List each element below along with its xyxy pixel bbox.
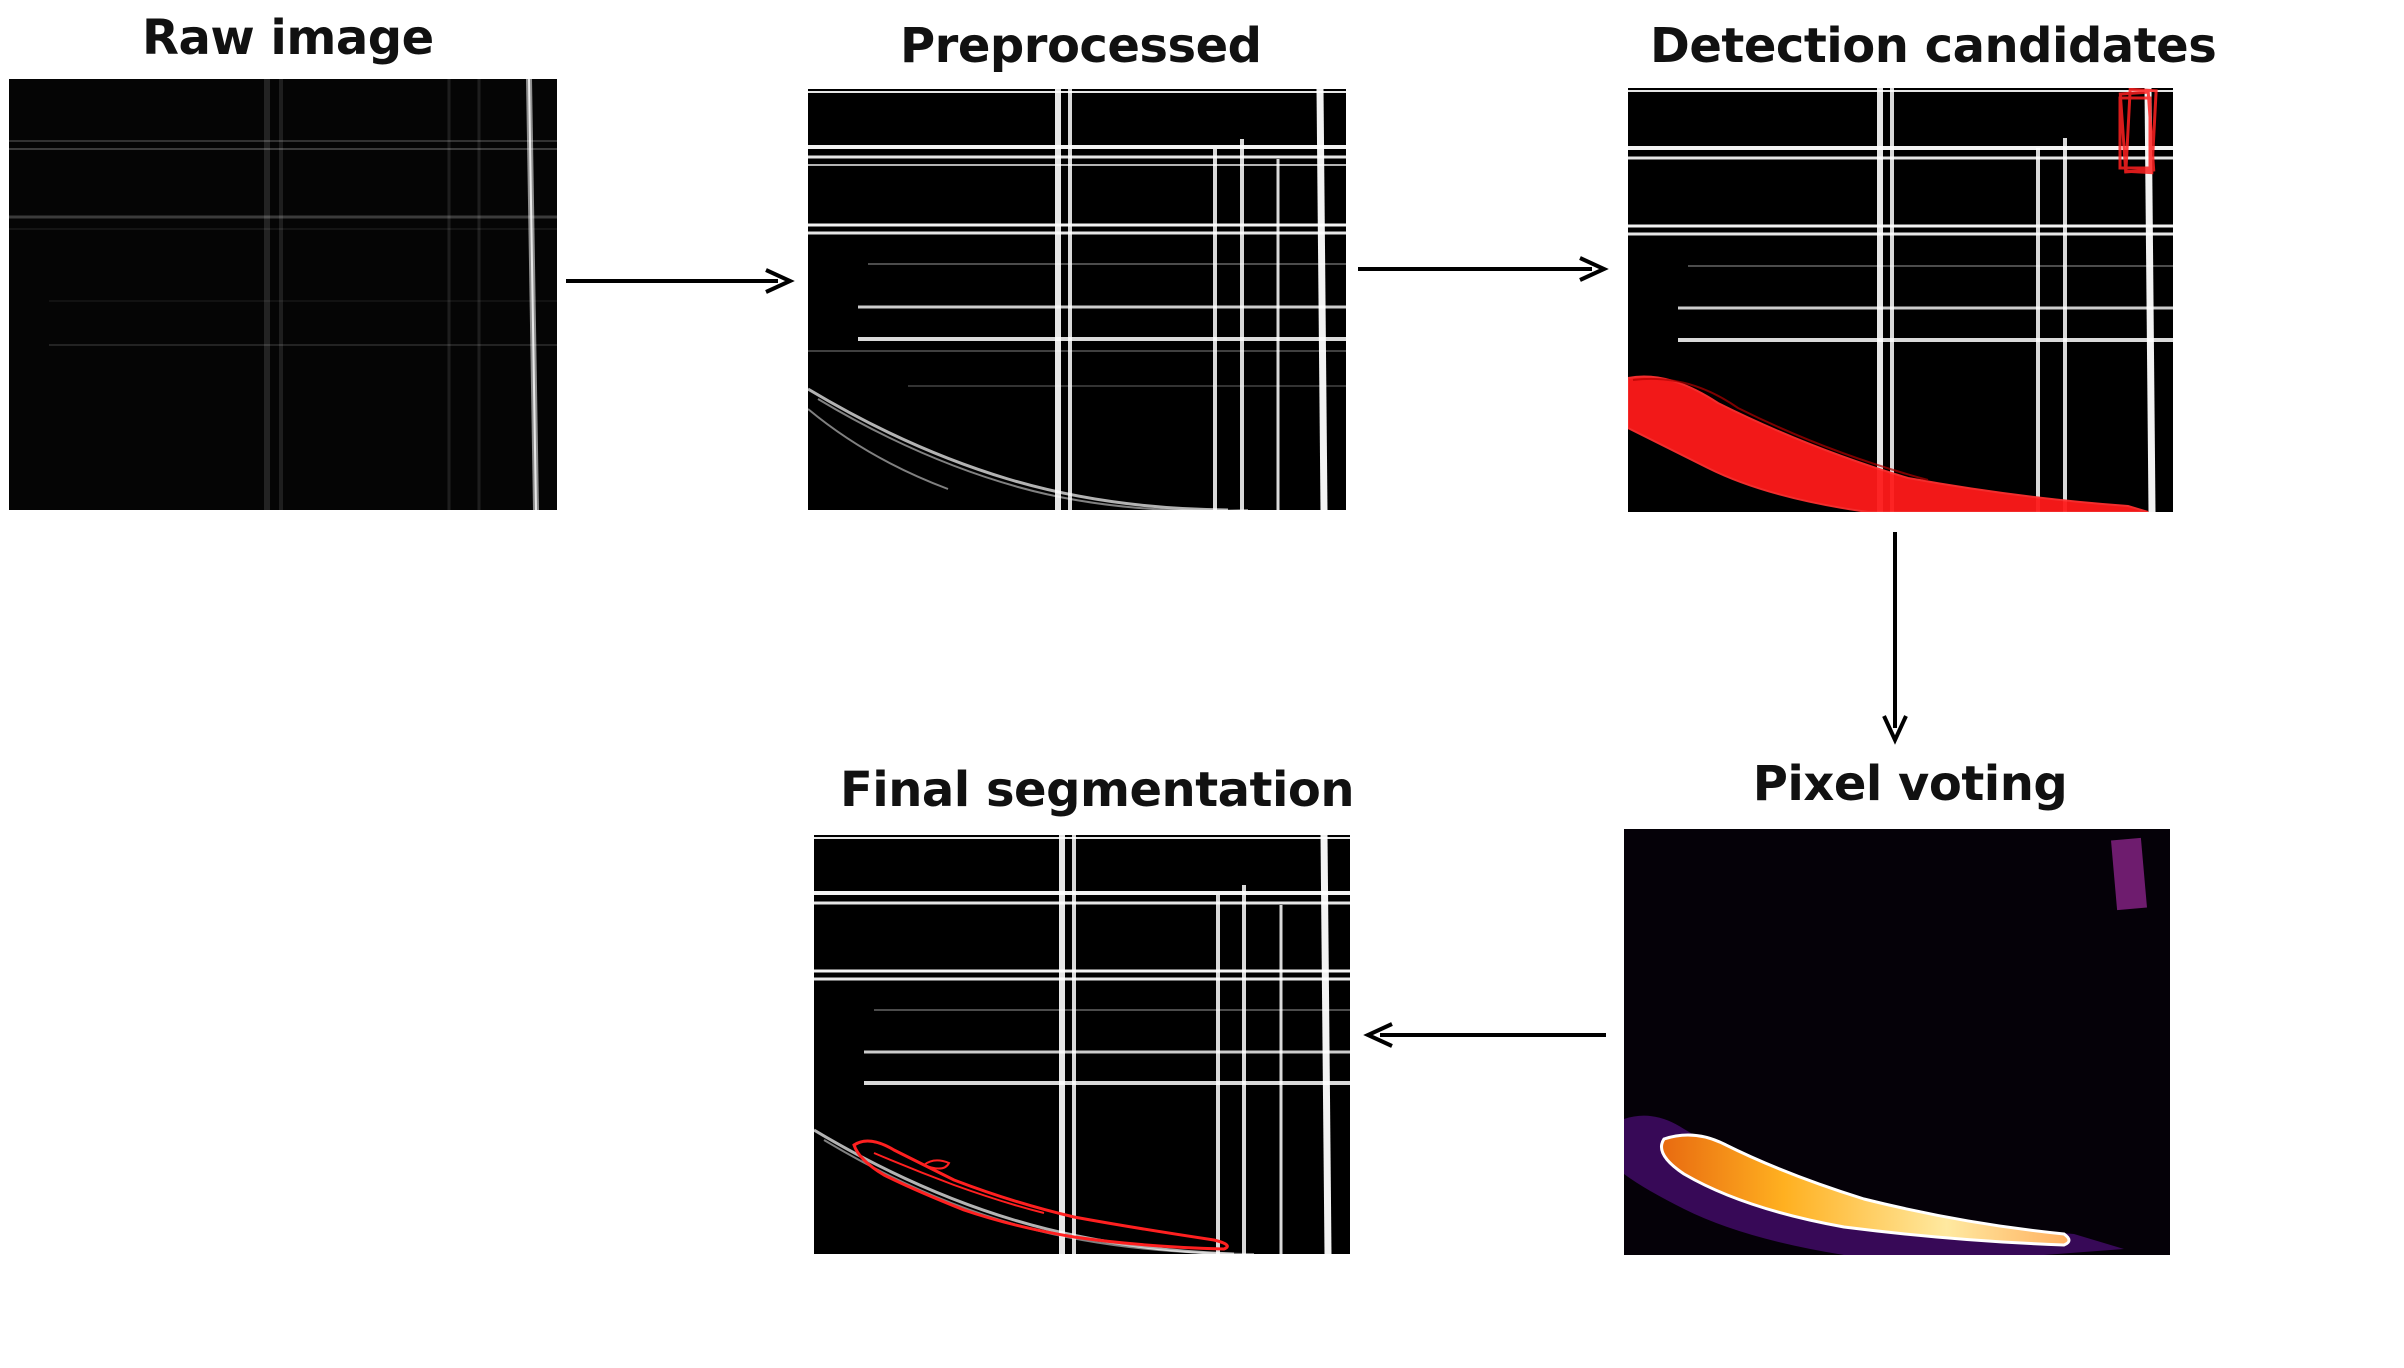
pixel-voting-title: Pixel voting [1752,756,2068,812]
arrow-voting-to-final [1363,1022,1606,1048]
final-segmentation-graphic [814,835,1350,1254]
arrow-preprocessed-to-detection [1358,256,1609,282]
arrow-raw-to-preprocessed [566,268,795,294]
pixel-voting-panel [1624,829,2170,1255]
final-segmentation-panel [814,835,1350,1254]
voting-halo [1624,1115,2124,1255]
final-segmentation-title: Final segmentation [840,762,1355,818]
preprocessed-panel [808,89,1346,510]
raw-image-panel [9,79,557,510]
detection-graphic [1628,88,2173,512]
preprocessed-graphic [808,89,1346,510]
preprocessed-title: Preprocessed [900,18,1262,74]
candidate-region-shape [1628,375,2149,512]
candidate-boxes [2118,88,2158,175]
voting-heat-region [1660,1133,2071,1247]
pixel-voting-graphic [1624,829,2170,1255]
arrow-detection-to-voting [1882,532,1908,745]
detection-candidates-panel [1628,88,2173,512]
voting-box-region [2111,837,2147,911]
raw-image-title: Raw image [142,10,434,66]
raw-image-graphic [9,79,557,510]
detection-candidates-title: Detection candidates [1650,18,2217,74]
segmentation-contour [852,1139,1229,1251]
